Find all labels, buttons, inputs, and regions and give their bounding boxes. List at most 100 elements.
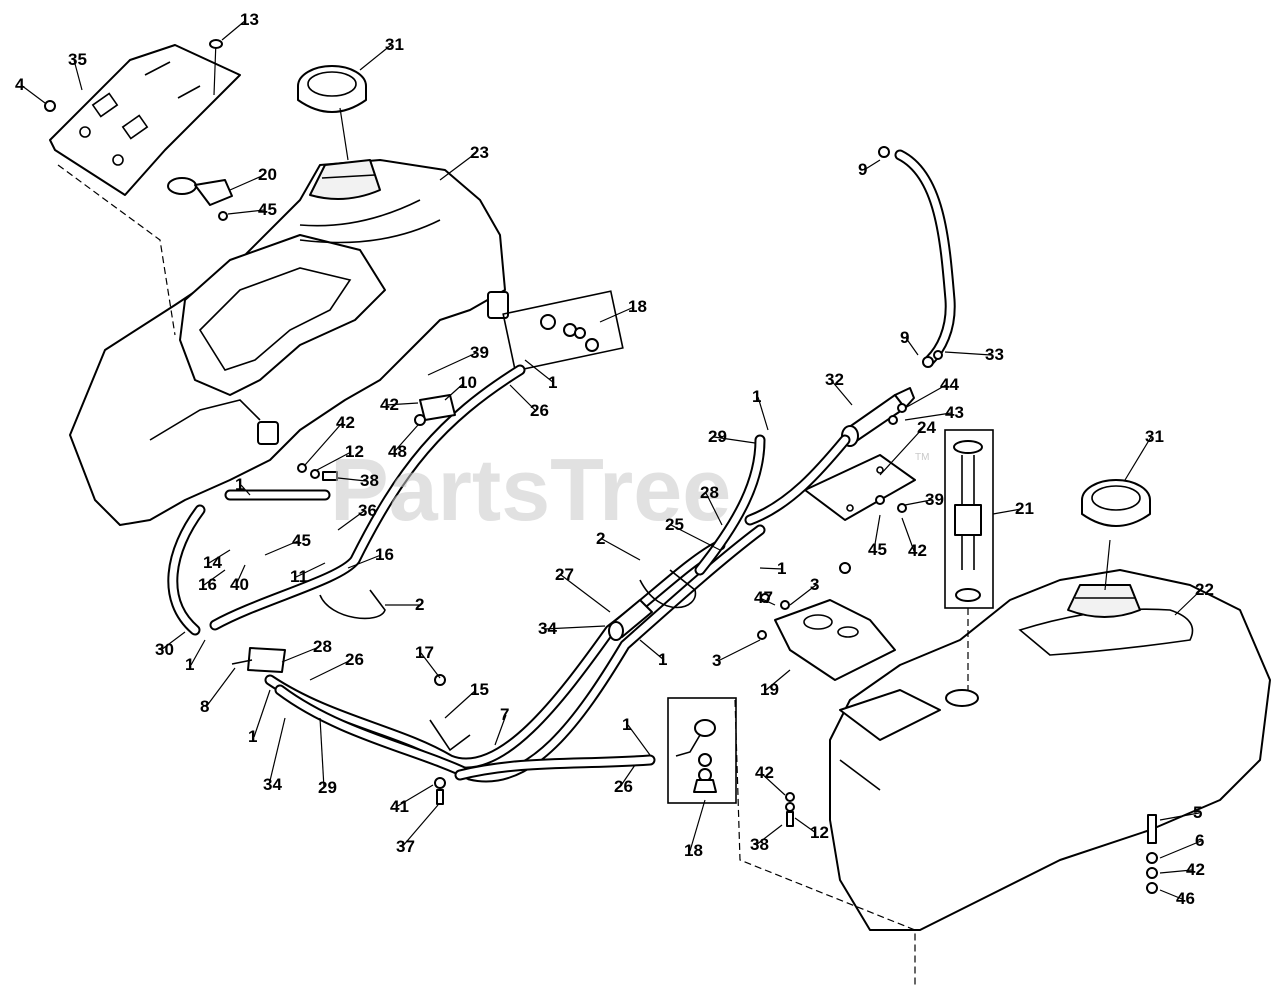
callout-leader — [208, 549, 231, 564]
callout-leader — [316, 451, 352, 471]
filter-detail-box — [667, 697, 737, 804]
callout-leader — [905, 337, 919, 356]
callout-label: 42 — [755, 763, 774, 782]
callout-label: 31 — [385, 35, 404, 54]
callout-label: 37 — [396, 837, 415, 856]
callout-leader — [1159, 889, 1183, 900]
left-tank-body — [69, 159, 509, 526]
callout-label: 10 — [458, 373, 477, 392]
callout-label: 46 — [1176, 889, 1195, 908]
callout-label: 19 — [760, 680, 779, 699]
callout-label: 28 — [313, 637, 332, 656]
callout-leader — [1159, 812, 1200, 821]
callout-label: 2 — [415, 595, 424, 614]
callout-leader — [1159, 869, 1193, 874]
callout-label: 45 — [868, 540, 887, 559]
callout-label: 15 — [470, 680, 489, 699]
callout-leader — [765, 669, 791, 691]
callout-label: 26 — [530, 401, 549, 420]
callout-label: 13 — [240, 10, 259, 29]
callout-leader — [509, 384, 537, 412]
callout-leader — [1174, 589, 1202, 616]
callout-label: 1 — [658, 650, 667, 669]
callout-label: 1 — [752, 387, 761, 406]
callout-leader — [524, 359, 555, 384]
callout-label: 3 — [810, 575, 819, 594]
callout-label: 21 — [1015, 499, 1034, 518]
callout-label: 27 — [555, 565, 574, 584]
callout-label: 38 — [360, 471, 379, 490]
callout-label: 2 — [596, 529, 605, 548]
callout-leader — [295, 562, 326, 578]
callout-leader — [319, 717, 325, 789]
callout-label: 1 — [548, 373, 557, 392]
callout-label: 22 — [1195, 580, 1214, 599]
callout-leader — [901, 517, 915, 552]
callout-leader — [494, 714, 507, 746]
callout-leader — [705, 492, 723, 526]
fuel-cap-left — [297, 65, 367, 161]
filter-bracket — [774, 599, 896, 681]
callout-leader — [401, 804, 439, 848]
callout-leader — [717, 639, 761, 662]
callout-leader — [73, 59, 83, 91]
callout-label: 4 — [15, 75, 25, 94]
callout-label: 1 — [777, 559, 786, 578]
mounting-plate — [49, 44, 241, 336]
callout-label: 32 — [825, 370, 844, 389]
callout-leader — [235, 564, 246, 586]
callout-leader — [264, 540, 299, 556]
callout-leader — [794, 817, 817, 834]
callout-leader — [385, 402, 419, 406]
inline-filter — [608, 599, 653, 641]
callout-label: 3 — [712, 651, 721, 670]
callout-label: 12 — [345, 442, 364, 461]
callout-label: 24 — [917, 418, 936, 437]
callout-label: 11 — [290, 567, 308, 586]
callout-leader — [281, 646, 320, 663]
callout-leader — [904, 384, 947, 409]
callout-label: 23 — [470, 143, 489, 162]
callout-label: 1 — [235, 475, 244, 494]
callout-leader — [427, 352, 477, 376]
callout-label: 12 — [810, 823, 829, 842]
shutoff-valve — [231, 647, 286, 673]
callout-leader — [439, 152, 477, 181]
callout-leader — [543, 625, 606, 630]
callout-label: 18 — [628, 297, 647, 316]
callout-label: 5 — [1193, 803, 1202, 822]
callout-leader — [420, 652, 441, 679]
callout-leader — [393, 424, 419, 453]
callout-leader — [830, 379, 853, 406]
callout-label: 16 — [198, 575, 217, 594]
callout-label: 30 — [155, 640, 174, 659]
callout-leader — [619, 764, 636, 788]
hose-guard-bracket — [319, 569, 697, 752]
callout-leader — [904, 499, 932, 506]
callout-label: 42 — [1186, 860, 1205, 879]
callout-label: 34 — [263, 775, 282, 794]
callout-label: 47 — [754, 588, 773, 607]
callout-label: 36 — [358, 501, 377, 520]
callout-leader — [359, 44, 392, 71]
callout-label: 8 — [200, 697, 209, 716]
callout-label: 42 — [336, 413, 355, 432]
callout-leader — [304, 422, 343, 466]
callout-leader — [627, 724, 651, 756]
callout-leader — [268, 717, 286, 786]
callout-label: 29 — [318, 778, 337, 797]
callout-label: 43 — [945, 403, 964, 422]
callout-leader — [203, 569, 226, 586]
watermark-text: PartsTree — [330, 440, 731, 539]
callout-label: 34 — [538, 619, 557, 638]
callout-label: 1 — [248, 727, 257, 746]
callout-label: 39 — [925, 490, 944, 509]
callout-leader — [879, 427, 924, 476]
callout-leader — [337, 510, 365, 531]
callout-leader — [229, 174, 265, 191]
hose-clamp — [419, 394, 456, 421]
callout-label: 38 — [750, 835, 769, 854]
fuel-pump — [841, 387, 915, 447]
callout-label: 1 — [185, 655, 194, 674]
